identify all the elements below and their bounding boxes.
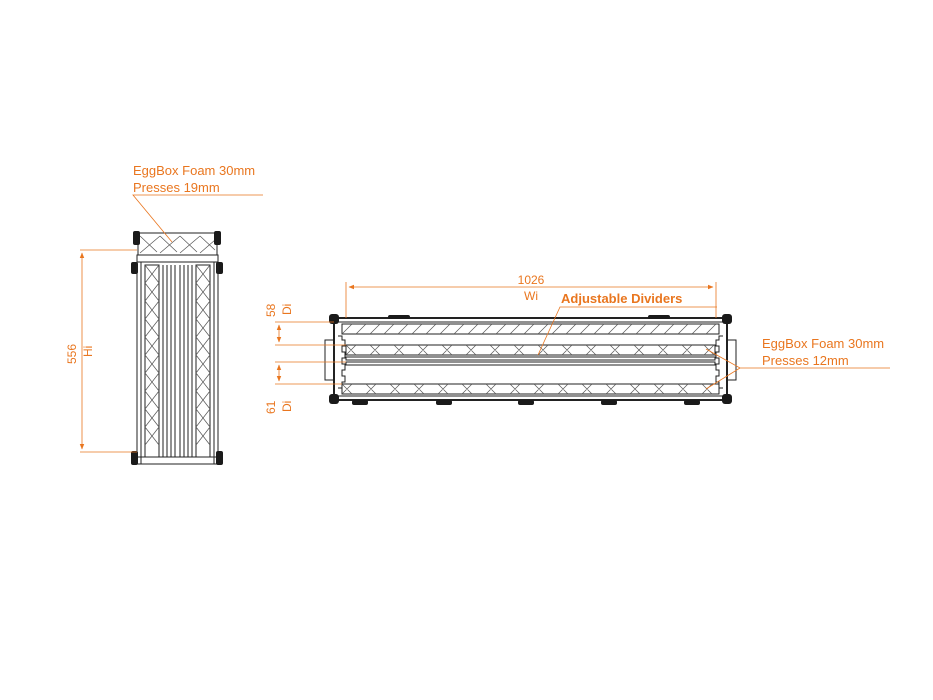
top-depth-value: 58	[264, 303, 278, 317]
side-foam-leader	[132, 194, 263, 243]
corner-cap	[722, 394, 732, 404]
front-foam-presses: Presses 12mm	[762, 353, 849, 368]
top-latch	[648, 315, 670, 319]
side-foam-presses: Presses 19mm	[133, 180, 220, 195]
side-hinge-band	[136, 254, 219, 263]
corner-cap	[329, 314, 339, 324]
side-view: 556 Hi EggBox Foam 30mm Presses 19mm	[65, 163, 263, 465]
front-foam-leader-2	[705, 367, 741, 390]
side-foam-right	[195, 264, 211, 458]
corner-cap	[216, 451, 223, 465]
front-view: 1026 Wi Adjustable Dividers EggBox Foam …	[264, 273, 890, 414]
width-symbol: Wi	[524, 289, 538, 303]
top-depth-symbol: Di	[280, 304, 294, 315]
bottom-depth-symbol: Di	[280, 401, 294, 412]
height-value: 556	[65, 344, 79, 364]
top-latch	[388, 315, 410, 319]
foot	[684, 400, 700, 405]
side-divider-slots	[162, 265, 193, 457]
dividers-leader	[537, 306, 717, 356]
front-foam-top	[341, 323, 720, 335]
foot	[601, 400, 617, 405]
corner-cap	[329, 394, 339, 404]
bottom-depth-value: 61	[264, 400, 278, 414]
front-divider-plate	[345, 356, 716, 361]
side-foam-left	[144, 264, 160, 458]
side-foam-label: EggBox Foam 30mm	[133, 163, 255, 178]
front-divider-plate	[345, 361, 716, 366]
front-left-slots	[338, 335, 346, 389]
left-handle	[324, 339, 335, 381]
foot	[518, 400, 534, 405]
width-value: 1026	[518, 273, 545, 287]
foot	[436, 400, 452, 405]
foot	[352, 400, 368, 405]
corner-cap	[133, 231, 140, 245]
corner-cap	[216, 262, 223, 274]
corner-cap	[722, 314, 732, 324]
side-lid	[137, 232, 218, 256]
corner-cap	[131, 262, 138, 274]
front-foam-label: EggBox Foam 30mm	[762, 336, 884, 351]
right-handle	[726, 339, 737, 381]
side-lid-foam-hatch	[139, 235, 216, 254]
height-symbol: Hi	[81, 346, 95, 357]
front-right-slots	[715, 335, 723, 389]
dividers-label: Adjustable Dividers	[561, 291, 682, 306]
corner-cap	[131, 451, 138, 465]
front-foam-bottom	[341, 383, 720, 395]
front-foam-middle	[345, 344, 716, 356]
side-body	[136, 261, 219, 465]
corner-cap	[214, 231, 221, 245]
